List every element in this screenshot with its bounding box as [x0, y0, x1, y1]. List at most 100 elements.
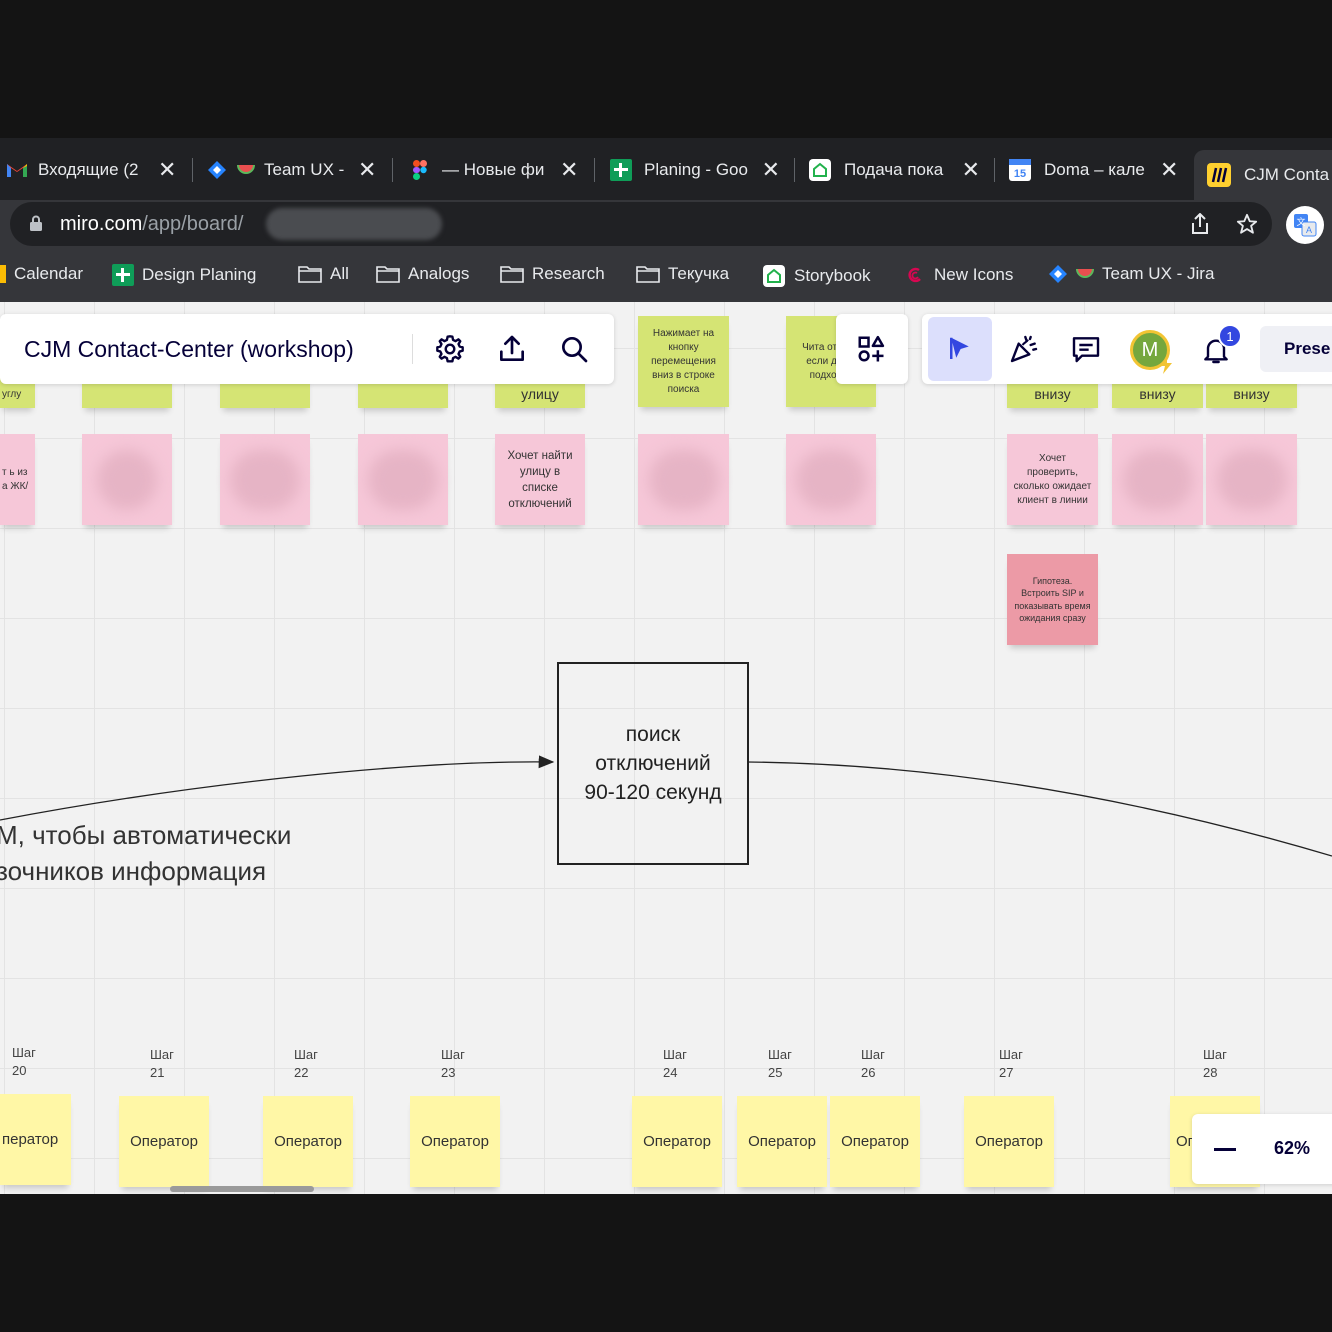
svg-text:15: 15	[1014, 168, 1026, 180]
board-text[interactable]: М, чтобы автоматически	[0, 820, 292, 850]
tab-planing[interactable]: Planing - Goo ✕	[610, 152, 780, 188]
step-word: Шаг	[768, 1047, 792, 1062]
sticky-text: Ог	[1176, 1133, 1194, 1150]
sticky-note[interactable]: Нажимает на кнопку перемещения вниз в ст…	[638, 316, 729, 407]
sticky-text: ператор	[2, 1131, 59, 1148]
sticky-text: Оператор	[975, 1133, 1043, 1150]
sticky-note-operator[interactable]: Оператор	[119, 1096, 209, 1187]
watermelon-icon	[1076, 267, 1094, 281]
connector-lines	[0, 755, 1332, 857]
sticky-note-hypothesis[interactable]: Гипотеза. Встроить SIP и показывать врем…	[1007, 554, 1098, 645]
tab-separator	[392, 158, 393, 182]
step-number: 28	[1203, 1065, 1218, 1080]
calendar-icon: 15	[1008, 159, 1032, 181]
horizontal-scrollbar[interactable]	[170, 1186, 314, 1192]
sticky-note-operator[interactable]: Оператор	[263, 1096, 353, 1187]
select-cursor-button[interactable]	[928, 317, 992, 381]
collaboration-toolbar: M 1 Prese	[922, 314, 1332, 384]
lock-icon	[30, 215, 42, 231]
party-celebration-icon[interactable]	[1008, 333, 1040, 365]
step-number: 24	[663, 1065, 678, 1080]
close-icon[interactable]: ✕	[961, 157, 980, 182]
sticky-note-operator[interactable]: Оператор	[737, 1096, 827, 1187]
settings-gear-icon[interactable]	[434, 333, 466, 365]
tab-miro-active[interactable]: CJM Conta	[1194, 150, 1332, 200]
sticky-note-operator[interactable]: Оператор	[632, 1096, 722, 1187]
star-icon[interactable]	[1236, 213, 1258, 235]
process-box[interactable]: поиск отключений 90-120 секунд	[557, 662, 749, 865]
search-icon[interactable]	[558, 333, 590, 365]
sticky-note[interactable]: т ь из а ЖК/	[0, 434, 35, 525]
sticky-note-redacted[interactable]	[638, 434, 729, 525]
jira-icon	[206, 160, 228, 180]
shapes-apps-icon[interactable]	[856, 334, 886, 364]
sticky-note-operator[interactable]: Оператор	[830, 1096, 920, 1187]
tab-calendar[interactable]: 15 Doma – кале ✕	[1008, 152, 1180, 188]
connector-line[interactable]	[747, 761, 1332, 857]
sticky-note-operator[interactable]: ператор	[0, 1094, 71, 1185]
address-bar[interactable]: miro.com/app/board/	[10, 202, 1272, 246]
bookmark-storybook[interactable]: Storybook	[762, 264, 871, 288]
sticky-note[interactable]: Хочет найти улицу в списке отключений	[495, 434, 585, 525]
bookmarks-bar: Calendar Design Planing All Analogs Rese…	[0, 250, 1332, 300]
tab-jira[interactable]: Team UX - ✕	[206, 152, 378, 188]
sticky-note-operator[interactable]: Оператор	[410, 1096, 500, 1187]
close-icon[interactable]: ✕	[358, 157, 377, 182]
sticky-text: Оператор	[130, 1133, 198, 1150]
zoom-level[interactable]: 62%	[1274, 1138, 1311, 1158]
miro-board-canvas[interactable]: углу улицу Нажимает на кнопку перемещени…	[0, 302, 1332, 1194]
board-text[interactable]: зочников информация	[0, 856, 267, 886]
bookmark-tekuchka[interactable]: Текучка	[636, 264, 729, 284]
tab-figma[interactable]: — Новые фи ✕	[410, 152, 580, 188]
bookmark-all[interactable]: All	[298, 264, 349, 284]
bookmark-team-ux-jira[interactable]: Team UX - Jira	[1048, 264, 1214, 284]
step-number: 27	[999, 1065, 1014, 1080]
bookmark-new-icons[interactable]: New Icons	[904, 264, 1013, 286]
sticky-note-redacted[interactable]	[1206, 434, 1297, 525]
sticky-note-redacted[interactable]	[220, 434, 310, 525]
board-title[interactable]: CJM Contact-Center (workshop)	[24, 336, 354, 362]
process-box-line: поиск	[625, 723, 681, 746]
close-icon[interactable]: ✕	[1160, 157, 1179, 182]
upload-export-icon[interactable]	[496, 333, 528, 365]
sticky-note-operator[interactable]: Оператор	[964, 1096, 1054, 1187]
sticky-text: Оператор	[841, 1133, 909, 1150]
close-icon[interactable]: ✕	[761, 157, 780, 182]
present-button[interactable]: Prese	[1260, 326, 1332, 372]
tab-podacha[interactable]: Подача пока ✕	[808, 152, 980, 188]
bookmark-research[interactable]: Research	[500, 264, 605, 284]
sticky-note[interactable]: Хочет проверить, сколько ожидает клиент …	[1007, 434, 1098, 525]
zoom-out-button[interactable]	[1210, 1134, 1240, 1164]
home-icon	[762, 264, 786, 288]
folder-icon	[500, 265, 524, 283]
bookmark-calendar[interactable]: Calendar	[0, 264, 83, 284]
tab-separator	[994, 158, 995, 182]
sticky-note-redacted[interactable]	[82, 434, 172, 525]
sticky-note-redacted[interactable]	[358, 434, 448, 525]
share-icon[interactable]	[1190, 213, 1210, 235]
board-header-toolbar: CJM Contact-Center (workshop)	[0, 314, 614, 384]
sticky-text: улицу	[521, 386, 559, 402]
close-icon[interactable]: ✕	[158, 157, 177, 182]
sticky-text: внизу	[1034, 386, 1071, 402]
sticky-text: Оператор	[748, 1133, 816, 1150]
close-icon[interactable]: ✕	[560, 157, 579, 182]
sticky-note-redacted[interactable]	[786, 434, 876, 525]
sticky-note-redacted[interactable]	[1112, 434, 1203, 525]
bookmark-label: Team UX - Jira	[1102, 264, 1215, 283]
tab-gmail[interactable]: Входящие (2 ✕	[6, 152, 178, 188]
comment-icon[interactable]	[1070, 333, 1102, 365]
connector-arrow[interactable]	[0, 755, 555, 821]
bookmark-design-planing[interactable]: Design Planing	[112, 264, 256, 286]
bookmark-analogs[interactable]: Analogs	[376, 264, 469, 284]
